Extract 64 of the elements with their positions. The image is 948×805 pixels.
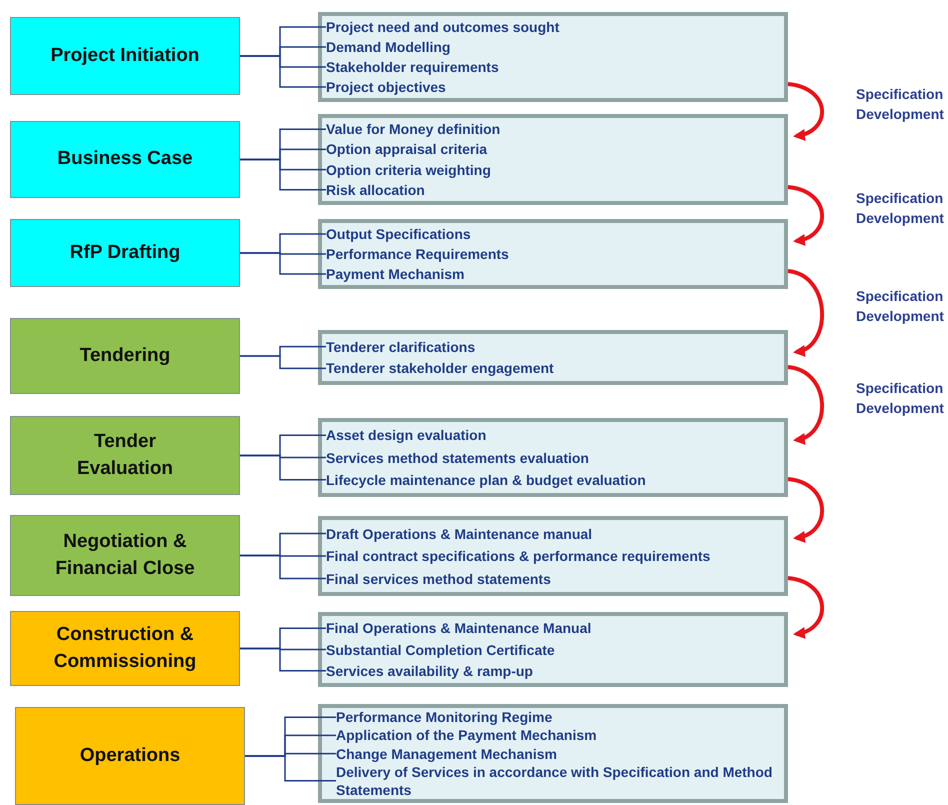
list-item: Services availability & ramp-up [326, 662, 533, 680]
list-item: Tenderer clarifications [326, 338, 476, 356]
curved-arrow [788, 576, 824, 638]
list-item: Change Management Mechanism [336, 744, 557, 763]
list-item: Performance Requirements [326, 245, 509, 263]
curved-arrow [788, 477, 824, 542]
stage-label: Operations [78, 744, 182, 768]
list-item: Option criteria weighting [326, 160, 491, 179]
stage-label: Construction & Commissioning [52, 622, 198, 674]
stage-box [10, 219, 240, 287]
connector-line [240, 454, 326, 480]
list-item: Services method statements evaluation [326, 448, 589, 466]
curved-arrow [788, 269, 824, 356]
list-item: Draft Operations & Maintenance manual [326, 524, 592, 542]
connector-line [240, 554, 326, 580]
list-item: Lifecycle maintenance plan & budget evaluation [326, 470, 646, 489]
connector-line [245, 755, 336, 782]
list-item: Delivery of Services in accordance with Specification and Method Statements [336, 762, 778, 799]
stage-box [10, 611, 240, 686]
connector-line [240, 158, 326, 190]
stage-box [10, 318, 240, 394]
connector-line [240, 648, 326, 672]
connector-line [240, 55, 326, 88]
list-item: Stakeholder requirements [326, 58, 499, 76]
detail-panel [318, 516, 788, 596]
stage-label: Negotiation & Financial Close [54, 530, 196, 580]
list-item: Final contract specifications & performance requirements [326, 547, 710, 565]
curved-arrow [788, 185, 824, 245]
stage-label: Tender Evaluation [76, 430, 174, 480]
stage-box [10, 416, 240, 495]
list-item: Substantial Completion Certificate [326, 640, 555, 658]
stage-label: RfP Drafting [68, 240, 182, 265]
stage-box [10, 17, 240, 95]
list-item: Performance Monitoring Regime [336, 708, 552, 726]
connector-line [240, 355, 326, 370]
detail-panel [318, 704, 788, 803]
list-item: Application of the Payment Mechanism [336, 726, 597, 744]
curved-arrow [788, 82, 824, 140]
stage-box [15, 707, 245, 805]
stage-label: Tendering [78, 344, 172, 368]
list-item: Value for Money definition [326, 120, 500, 138]
list-item: Payment Mechanism [326, 265, 464, 283]
detail-panel [318, 114, 788, 205]
list-item: Option appraisal criteria [326, 140, 488, 158]
detail-panel [318, 330, 788, 385]
stage-label: Project Initiation [50, 44, 200, 68]
detail-panel [318, 219, 788, 289]
detail-panel [318, 418, 788, 497]
list-item: Demand Modelling [326, 38, 450, 56]
stage-box [10, 121, 240, 198]
list-item: Project need and outcomes sought [326, 18, 560, 36]
list-item: Final Operations & Maintenance Manual [326, 619, 592, 638]
list-item: Output Specifications [326, 225, 471, 243]
list-item: Asset design evaluation [326, 426, 486, 444]
list-item: Project objectives [326, 78, 446, 96]
list-item: Tenderer stakeholder engagement [326, 359, 554, 378]
curved-arrow [788, 365, 824, 444]
stage-box [10, 515, 240, 596]
detail-panel [318, 12, 788, 102]
connector-line [240, 252, 326, 275]
list-item: Final services method statements [326, 570, 551, 588]
list-item: Risk allocation [326, 180, 425, 199]
stage-label: Business Case [56, 147, 194, 172]
detail-panel [318, 612, 788, 687]
